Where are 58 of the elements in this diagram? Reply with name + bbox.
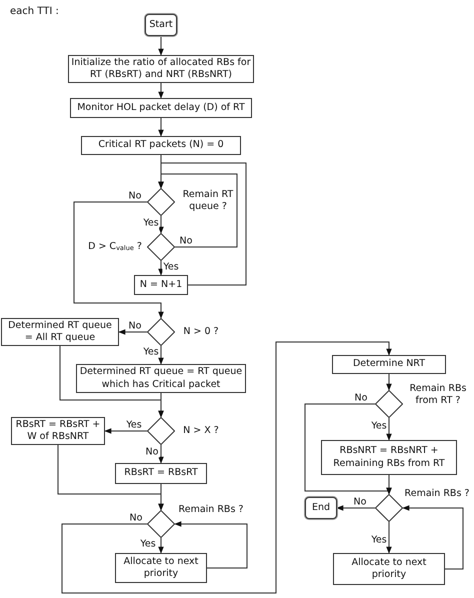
edge-label: No — [128, 320, 142, 332]
edge-label: No — [128, 190, 142, 202]
note-text: each TTI : — [10, 6, 59, 17]
decision-label: N > X ? — [182, 425, 220, 438]
decision-label: Remain RBs from RT ? — [408, 383, 468, 408]
process-box: Monitor HOL packet delay (D) of RT — [70, 98, 252, 118]
edge-label: No — [128, 512, 144, 524]
arrow — [158, 162, 246, 286]
arrow — [158, 82, 164, 99]
edge-label: No — [352, 496, 368, 508]
terminal-box: Start — [145, 14, 177, 36]
arrow — [158, 260, 164, 276]
process-box: RBsRT = RBsRT + W of RBsNRT — [11, 417, 105, 445]
arrow — [174, 521, 248, 568]
edge-label: Yes — [125, 420, 143, 430]
edge-label: No — [144, 446, 160, 458]
edge-label: Yes — [139, 538, 157, 550]
decision-label: D > C$_{value}$ ? — [87, 241, 143, 254]
arrow — [158, 392, 164, 418]
process-box: Initialize the ratio of allocated RBs for RT (RBsRT) and NRT (RBsNRT) — [68, 55, 254, 83]
decision-label: Remain RBs ? — [404, 488, 470, 500]
process-box: Determine NRT — [332, 355, 446, 374]
decision-label: Remain RT queue ? — [182, 189, 234, 214]
terminal-box: End — [305, 497, 337, 519]
arrow — [158, 36, 164, 56]
arrow — [158, 346, 164, 365]
decision-label: N > 0 ? — [182, 326, 220, 338]
process-box: N = N+1 — [134, 275, 188, 295]
process-box: Determined RT queue = RT queue which has Critical packet — [76, 364, 246, 393]
edge-label: Yes — [370, 534, 388, 546]
edge-label: Yes — [162, 262, 180, 272]
edge-label: No — [178, 236, 194, 246]
arrow — [386, 522, 392, 554]
process-box: Determined RT queue = All RT queue — [1, 318, 119, 346]
process-box: Allocate to next priority — [115, 553, 207, 583]
arrow — [336, 505, 376, 511]
arrow — [158, 444, 164, 464]
arrow — [158, 484, 164, 511]
edge-label: Yes — [370, 420, 388, 432]
arrow — [386, 474, 392, 495]
process-box: Allocate to next priority — [333, 553, 445, 585]
arrow — [62, 342, 392, 594]
decision-label: Remain RBs ? — [178, 504, 244, 516]
process-box: Critical RT packets (N) = 0 — [81, 136, 241, 155]
arrow — [386, 418, 392, 441]
edge-label: Yes — [142, 346, 160, 358]
arrow — [158, 538, 164, 554]
process-box: RBsNRT = RBsNRT + Remaining RBs from RT — [321, 440, 457, 475]
arrow — [104, 428, 148, 434]
process-box: RBsRT = RBsRT — [115, 463, 207, 484]
edge-label: Yes — [142, 218, 160, 228]
arrow — [402, 505, 464, 570]
arrow — [118, 329, 148, 335]
edge-label: No — [354, 392, 368, 404]
arrow — [158, 118, 164, 137]
arrow — [158, 216, 164, 234]
arrow — [386, 374, 392, 391]
arrow — [74, 202, 164, 319]
